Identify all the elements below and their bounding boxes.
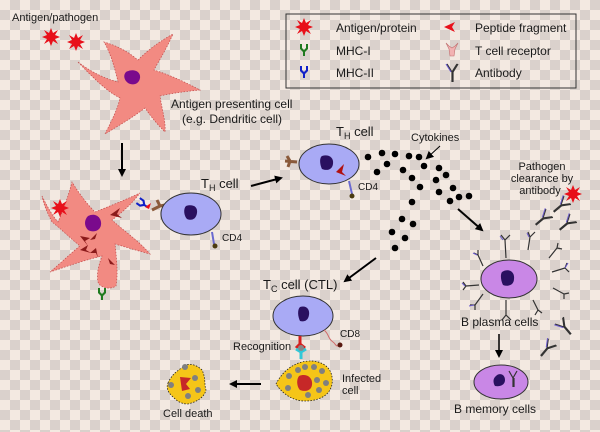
th-cell-label-1: TH cell [201, 176, 239, 193]
legend-label-peptide: Peptide fragment [475, 21, 567, 35]
legend-box [285, 13, 577, 89]
cytokine-dot [416, 183, 424, 191]
th-cell-2 [284, 143, 360, 199]
tc-cell [272, 295, 343, 359]
antigen-icon [51, 199, 69, 217]
cytokine-dot [465, 192, 473, 200]
mhc-i-icon [300, 44, 308, 56]
peptide-fragment-icon [336, 164, 346, 176]
apc-nucleus [85, 214, 102, 232]
b-memory-cell [473, 364, 529, 400]
arrow-to-tc [343, 257, 377, 283]
cd4-icon [348, 180, 353, 195]
mhc-ii-icon [300, 66, 308, 78]
cytokine-dot [446, 197, 454, 205]
arrow-to-b-plasma [457, 208, 484, 232]
cytokine-dot [435, 188, 443, 196]
antibody-icon [508, 370, 518, 387]
cytokine-dot [449, 184, 457, 192]
cytokine-dot [364, 153, 372, 161]
th-cell-label-2: TH cell [336, 124, 374, 141]
cytokine-dot [420, 162, 428, 170]
cytokine-dot [383, 160, 391, 168]
antibody-icon [445, 63, 459, 83]
legend-label-antibody: Antibody [475, 66, 522, 80]
cytokines-pointer [425, 145, 441, 160]
dead-cell [166, 363, 207, 405]
apc-nucleus [124, 70, 141, 85]
antibody-icon [553, 316, 576, 340]
t-cell-nucleus [184, 205, 198, 220]
antigen-icon [67, 33, 85, 51]
cytokine-dot [391, 150, 399, 158]
cytokine-dot [401, 234, 409, 242]
b-plasma-label: B plasma cells [461, 315, 538, 329]
antigen-icon [564, 185, 582, 203]
cd4-icon [211, 231, 215, 245]
apc-label-line1: Antigen presenting cell [171, 97, 292, 111]
cytokine-dot [415, 153, 423, 161]
antigen-protein-icon [295, 18, 313, 36]
peptide-fragment-icon [444, 22, 455, 32]
antibody-icon [554, 212, 578, 235]
cd8-label: CD8 [340, 329, 360, 340]
cytokine-dot [399, 166, 407, 174]
t-cell-nucleus [320, 155, 334, 170]
cytokines [364, 149, 473, 252]
recognition-label: Recognition [233, 341, 291, 353]
legend-label-antigen: Antigen/protein [336, 21, 417, 35]
cytokine-dot [373, 168, 381, 176]
infected-label-line2: cell [342, 385, 359, 397]
legend-label-tcr: T cell receptor [475, 44, 551, 58]
b-cell-nucleus [500, 270, 515, 286]
cd8-icon [323, 329, 339, 347]
cytokine-dot [409, 220, 417, 228]
apc-label-line2: (e.g. Dendritic cell) [182, 112, 282, 126]
t-cell-receptor-icon [284, 155, 298, 168]
b-memory-label: B memory cells [454, 402, 536, 416]
cytokine-dot [391, 244, 399, 252]
cytokine-dot [435, 164, 443, 172]
t-cell-nucleus [298, 306, 310, 322]
antibody-icon [535, 337, 558, 361]
cytokine-dot [455, 193, 463, 201]
dendritic-cell [77, 33, 202, 135]
t-cell-receptor-icon [445, 42, 459, 57]
infected-cell [275, 360, 333, 402]
b-plasma-cell [461, 231, 570, 321]
mhc-ii-icon [135, 197, 149, 209]
antigen-icon [42, 28, 60, 46]
antigen-pathogen-label: Antigen/pathogen [12, 12, 98, 24]
cytokine-dot [432, 176, 440, 184]
cd4-label-1: CD4 [222, 233, 242, 244]
legend-label-mhc-ii: MHC-II [336, 66, 374, 80]
infected-label-line1: Infected [342, 373, 381, 385]
cell-death-label: Cell death [163, 408, 213, 420]
mhc-i-icon [295, 347, 307, 359]
pathogen-clearance-line2: clearance by [511, 173, 574, 185]
cytokine-dot [378, 149, 386, 157]
cytokine-dot [405, 152, 413, 160]
legend-label-mhc-i: MHC-I [336, 44, 371, 58]
mhc-i-icon [98, 288, 106, 300]
cytokine-dot [408, 174, 416, 182]
legend: Antigen/protein MHC-I MHC-II Peptide fra… [285, 13, 577, 89]
th-cell-1 [151, 192, 222, 249]
cd4-label-2: CD4 [358, 182, 378, 193]
cytokine-dot [408, 198, 416, 206]
pathogen-clearance-line1: Pathogen [518, 161, 565, 173]
antibody-icon [530, 207, 554, 230]
cytokine-dot [398, 215, 406, 223]
peptide-fragments [80, 208, 122, 270]
cytokine-dot [388, 228, 396, 236]
dendritic-cell-presenting [41, 181, 152, 300]
pathogen-clearance-line3: antibody [519, 185, 561, 197]
arrow-th-activation [250, 175, 283, 187]
cytokines-label: Cytokines [411, 132, 460, 144]
peptide-fragment-icon [145, 203, 151, 209]
tc-cell-label: TC cell (CTL) [263, 277, 337, 294]
cytokine-dot [442, 171, 450, 179]
